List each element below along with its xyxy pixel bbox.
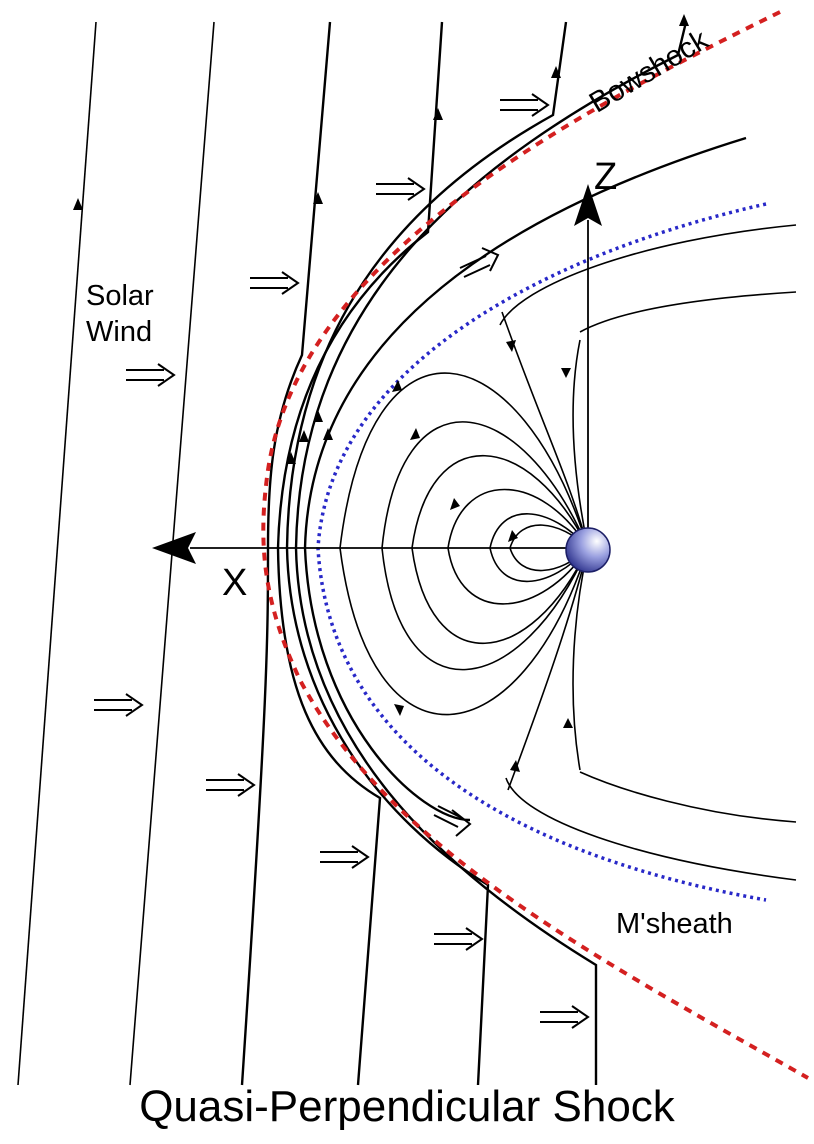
flow-arrow [434,927,484,951]
arrowhead [433,108,443,120]
flow-arrow [500,93,550,117]
draped-line-3 [285,21,568,1086]
arrowhead [392,380,402,392]
tail-line-lower-1 [505,777,797,881]
arrowhead [313,192,323,204]
dipole-loop-outer [339,372,589,716]
arrowhead [551,66,561,78]
cusp-line-lower [507,547,589,791]
tail-line-upper-1 [499,224,797,326]
arrowhead [313,410,323,422]
arrowhead [323,428,333,440]
cusp-line-upper [501,311,589,549]
arrowhead [508,530,518,542]
earth [565,527,611,573]
solar-wind-label-line2: Wind [86,316,153,348]
field-line-1 [17,21,97,1086]
arrowhead [510,760,520,772]
draped-line-5 [303,136,747,822]
x-axis-arrowhead [152,532,196,564]
z-axis-arrowhead [574,184,602,226]
arrowhead [506,340,516,352]
x-axis-label: X [222,562,248,604]
draped-line-2 [276,21,444,1086]
flow-arrow [433,805,472,837]
arrowhead [561,368,571,378]
arrowhead [394,704,404,716]
cusp-line-upper-2 [572,339,589,549]
arrowhead [563,718,573,728]
arrowhead [299,430,309,442]
magnetosphere-arrows [392,340,573,772]
figure-title: Quasi-Perpendicular Shock [139,1082,675,1131]
arrowhead [450,498,460,510]
flow-arrow [320,845,370,869]
flow-arrow [126,363,176,387]
arrowhead [286,452,296,464]
flow-arrows [94,93,590,1029]
arrowhead [410,428,420,440]
field-direction-arrows [73,14,689,464]
flow-arrow [206,773,256,797]
tail-line-lower-2 [579,771,797,823]
flow-arrow [459,247,500,278]
tail-line-upper-2 [579,291,797,333]
flow-arrow [540,1005,590,1029]
bowshock-curve [261,10,809,1080]
flow-arrow [94,693,144,717]
arrowhead [679,14,689,26]
flow-arrow [250,271,300,295]
draped-line-4 [294,21,688,1085]
cusp-line-lower-2 [572,547,589,771]
axes [152,184,602,564]
arrowhead [73,198,83,210]
solar-wind-label: Solar Wind [86,278,154,350]
z-axis-label: Z [594,156,618,198]
flow-arrow [376,177,426,201]
solar-wind-label-line1: Solar [86,280,154,312]
msheath-label: M'sheath [616,908,733,940]
